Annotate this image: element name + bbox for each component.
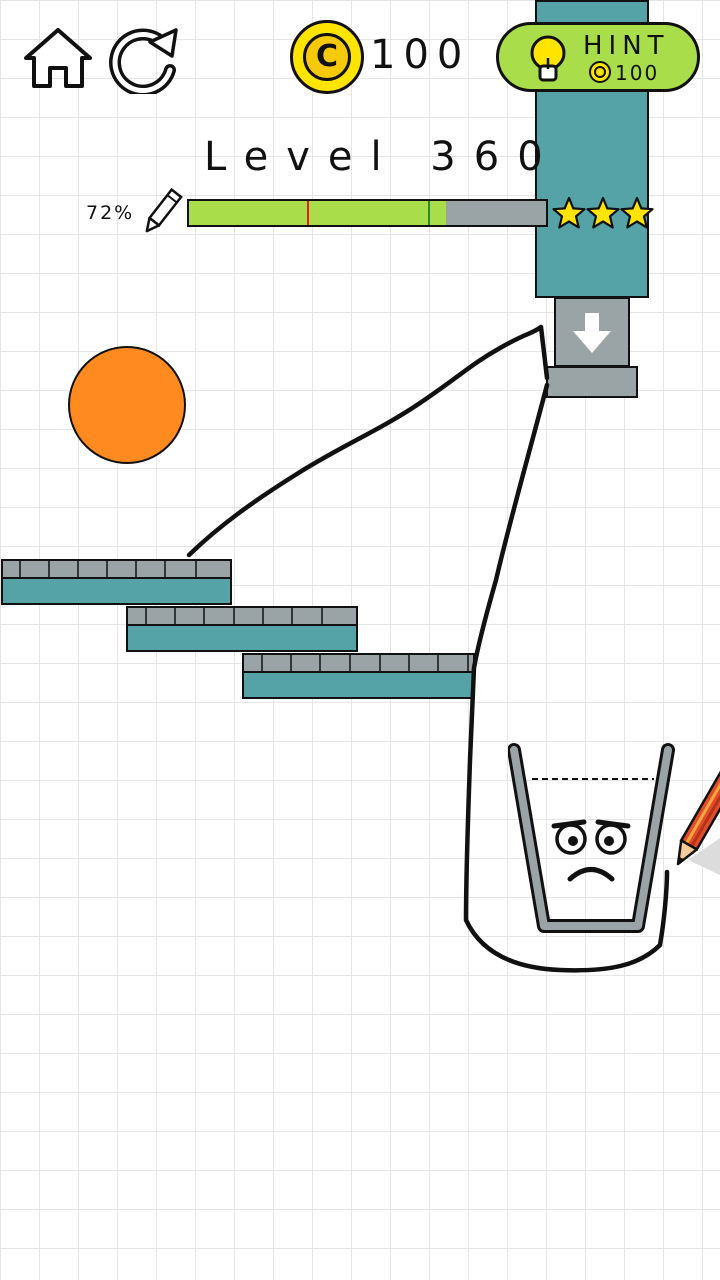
orange-ball (68, 346, 186, 464)
coin-count: 100 (370, 32, 471, 78)
dispenser-base (546, 366, 638, 398)
brick-ledges (1, 559, 475, 699)
hint-label: HINT (583, 31, 670, 61)
ink-meter (187, 199, 548, 227)
ink-star-marker (307, 201, 309, 225)
sad-glass (508, 743, 675, 933)
lightbulb-icon (530, 35, 566, 82)
ink-meter-fill (189, 201, 447, 225)
level-title: Level 360 (204, 134, 561, 180)
sad-face (551, 819, 631, 882)
coin-icon: C (290, 20, 364, 94)
star-rating (552, 196, 656, 232)
restart-icon (109, 28, 178, 97)
home-icon (24, 28, 92, 88)
hint-cost: 100 (615, 61, 660, 85)
pencil-icon (145, 187, 183, 233)
restart-button[interactable] (106, 22, 182, 97)
arrow-down-icon (573, 313, 611, 353)
drawn-line-ramp (186, 324, 550, 558)
home-button[interactable] (20, 22, 96, 94)
drawing-pencil-icon (676, 710, 720, 875)
star-icon (620, 196, 654, 229)
hint-button[interactable]: HINT 100 (496, 22, 700, 92)
drawn-line-funnel (463, 382, 670, 973)
brick-ledge (242, 653, 475, 699)
hint-coin-icon (589, 61, 611, 83)
brick-ledge (1, 559, 232, 605)
brick-ledge (126, 606, 358, 652)
star-icon (586, 196, 620, 229)
dispenser-gate (554, 297, 630, 367)
star-icon (552, 196, 586, 229)
ink-star-marker (428, 201, 430, 225)
ink-percent: 72% (86, 202, 135, 224)
